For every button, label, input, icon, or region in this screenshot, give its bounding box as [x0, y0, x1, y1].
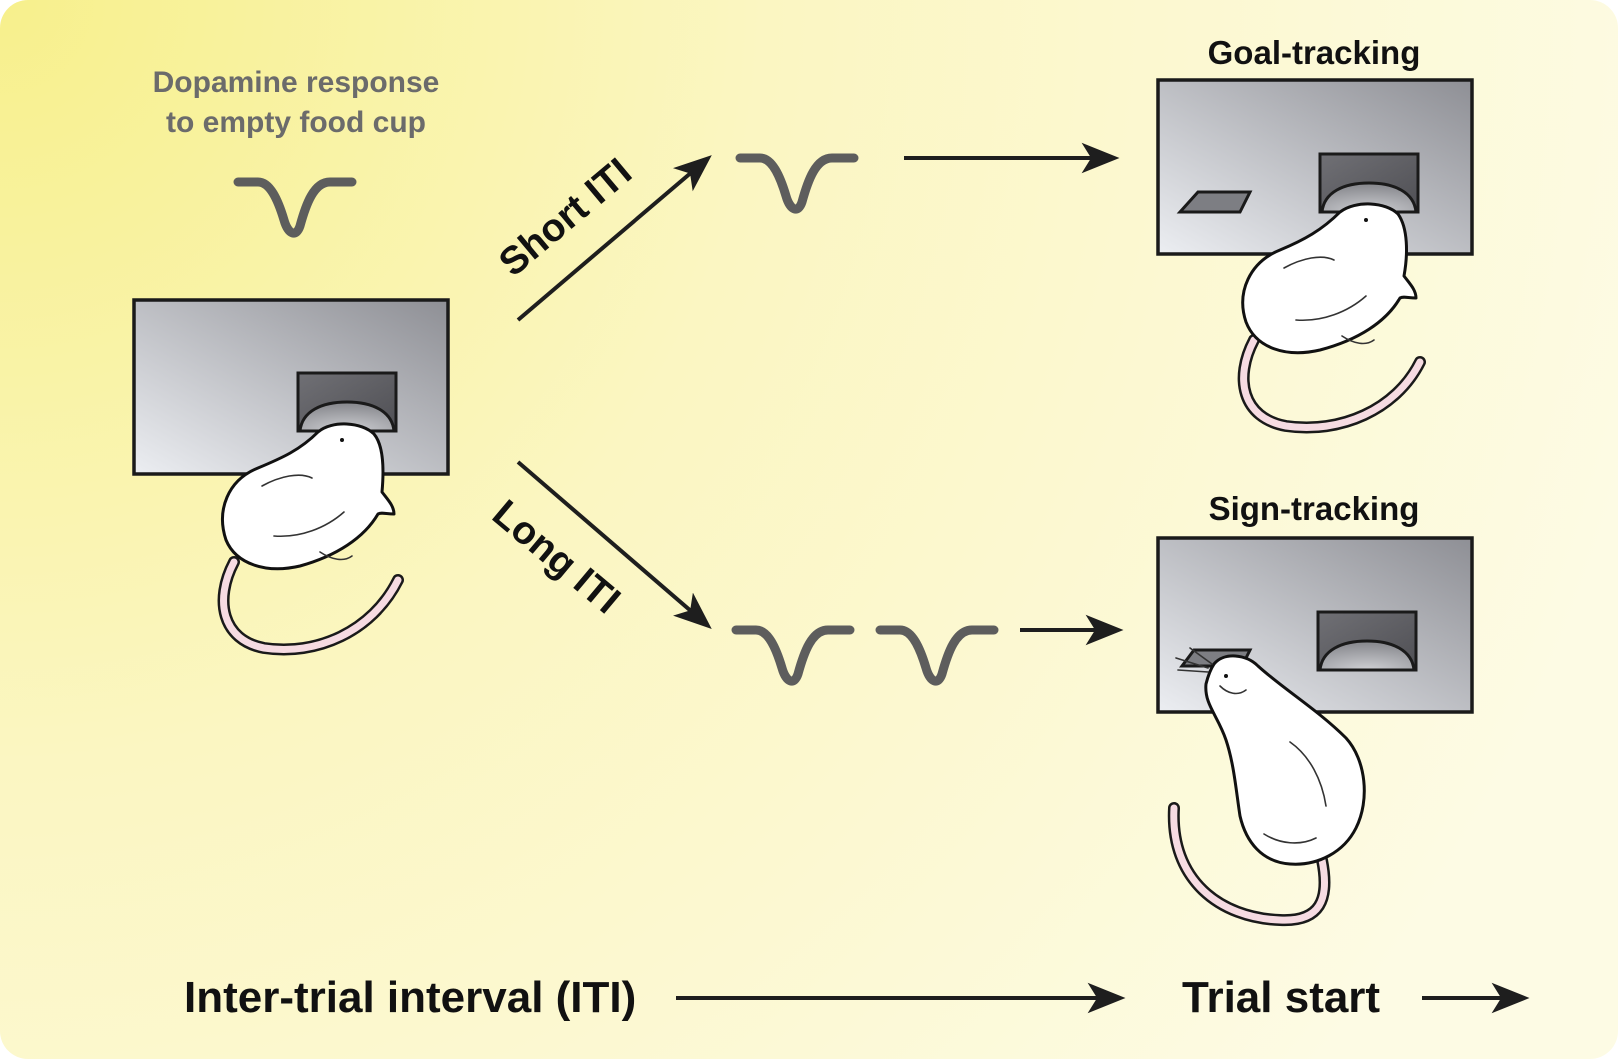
iti-timeline-label: Inter-trial interval (ITI) — [184, 973, 636, 1022]
caption-line-1: Dopamine response — [153, 66, 440, 99]
food-cup-icon — [296, 371, 398, 433]
goal-tracking-chamber — [1156, 78, 1474, 434]
rat-icon — [1237, 202, 1426, 434]
food-cup-icon — [1318, 152, 1420, 214]
start-chamber — [132, 298, 450, 656]
food-cup-icon — [1316, 610, 1418, 672]
lever-icon — [1176, 190, 1253, 214]
dopamine-dip-short-icon — [735, 153, 859, 214]
rat-icon — [217, 422, 404, 656]
goal-tracking-title: Goal-tracking — [1208, 34, 1421, 71]
dopamine-dip-long-1-icon — [731, 625, 855, 686]
short-iti-arrow — [516, 155, 712, 322]
chamber-wall — [132, 298, 450, 476]
trial-start-label: Trial start — [1182, 973, 1380, 1022]
sign-tracking-chamber — [1156, 536, 1474, 927]
rat-icon — [1167, 647, 1366, 927]
long-iti-arrow — [516, 460, 712, 629]
dopamine-dip-long-2-icon — [875, 625, 999, 686]
dopamine-dip-icon — [233, 177, 357, 238]
chamber-wall — [1156, 78, 1474, 256]
sign-tracking-title: Sign-tracking — [1209, 490, 1420, 527]
caption-line-2: to empty food cup — [166, 106, 426, 139]
